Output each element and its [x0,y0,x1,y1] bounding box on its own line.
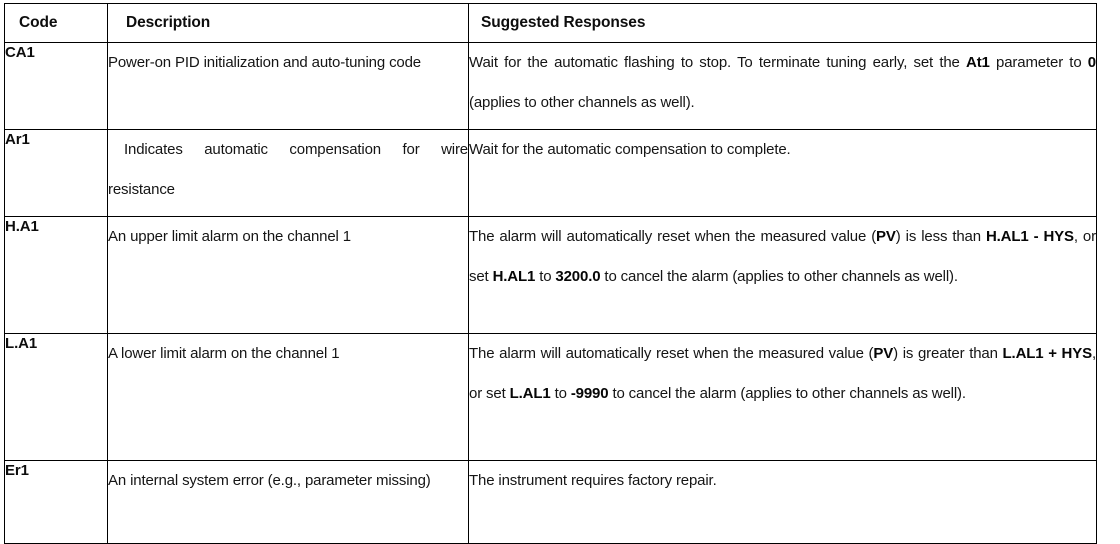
emphasis-token: -9990 [570,385,609,402]
emphasis-token: 0 [1087,54,1096,71]
cell-code: Er1 [4,460,108,544]
suggested-response-text: Wait for the automatic flashing to stop.… [469,54,1096,111]
cell-suggested-response: The alarm will automatically reset when … [468,216,1097,334]
table-body: CA1 Power-on PID initialization and auto… [4,42,1097,544]
cell-code: Ar1 [4,129,108,217]
description-text: A lower limit alarm on the channel 1 [108,345,340,362]
suggested-response-text: The alarm will automatically reset when … [469,228,1096,285]
cell-code: H.A1 [4,216,108,334]
description-text: An internal system error (e.g., paramete… [108,472,431,489]
emphasis-token: 3200.0 [555,268,601,285]
column-header-code-label: Code [19,14,58,31]
code-value: L.A1 [5,335,38,352]
cell-suggested-response: Wait for the automatic flashing to stop.… [468,42,1097,130]
column-header-suggested-responses: Suggested Responses [468,3,1097,43]
description-text: An upper limit alarm on the channel 1 [108,228,351,245]
cell-description: An internal system error (e.g., paramete… [107,460,469,544]
cell-description: Power-on PID initialization and auto-tun… [107,42,469,130]
column-header-code: Code [4,3,108,43]
cell-description: Indicates automatic compensation for wir… [107,129,469,217]
column-header-suggested-responses-label: Suggested Responses [481,14,646,31]
suggested-response-text: The alarm will automatically reset when … [469,345,1096,402]
table-row: H.A1 An upper limit alarm on the channel… [4,216,1097,334]
suggested-response-text: Wait for the automatic compensation to c… [469,141,791,158]
column-header-description-label: Description [126,14,211,31]
cell-code: L.A1 [4,333,108,461]
table-header: Code Description Suggested Responses [4,3,1097,43]
description-text: Power-on PID initialization and auto-tun… [108,54,421,71]
code-value: Er1 [5,462,29,479]
description-text: Indicates automatic compensation for wir… [108,141,468,198]
emphasis-token: H.AL1 [492,268,536,285]
header-row: Code Description Suggested Responses [4,3,1097,43]
suggested-response-text: The instrument requires factory repair. [469,472,717,489]
cell-suggested-response: The alarm will automatically reset when … [468,333,1097,461]
table-row: L.A1 A lower limit alarm on the channel … [4,333,1097,461]
table-row: CA1 Power-on PID initialization and auto… [4,42,1097,130]
emphasis-token: At1 [966,54,990,71]
emphasis-token: PV [873,345,894,362]
code-value: CA1 [5,44,35,61]
emphasis-token: L.AL1 + HYS [1002,345,1093,362]
cell-description: A lower limit alarm on the channel 1 [107,333,469,461]
cell-code: CA1 [4,42,108,130]
error-code-table: Code Description Suggested Responses CA1… [4,3,1097,544]
cell-description: An upper limit alarm on the channel 1 [107,216,469,334]
cell-suggested-response: Wait for the automatic compensation to c… [468,129,1097,217]
table-row: Ar1 Indicates automatic compensation for… [4,129,1097,217]
emphasis-token: L.AL1 [509,385,551,402]
cell-suggested-response: The instrument requires factory repair. [468,460,1097,544]
emphasis-token: PV [876,228,896,245]
column-header-description: Description [107,3,469,43]
code-value: H.A1 [5,218,39,235]
code-value: Ar1 [5,131,30,148]
emphasis-token: H.AL1 - HYS [985,228,1074,245]
table-row: Er1 An internal system error (e.g., para… [4,460,1097,544]
